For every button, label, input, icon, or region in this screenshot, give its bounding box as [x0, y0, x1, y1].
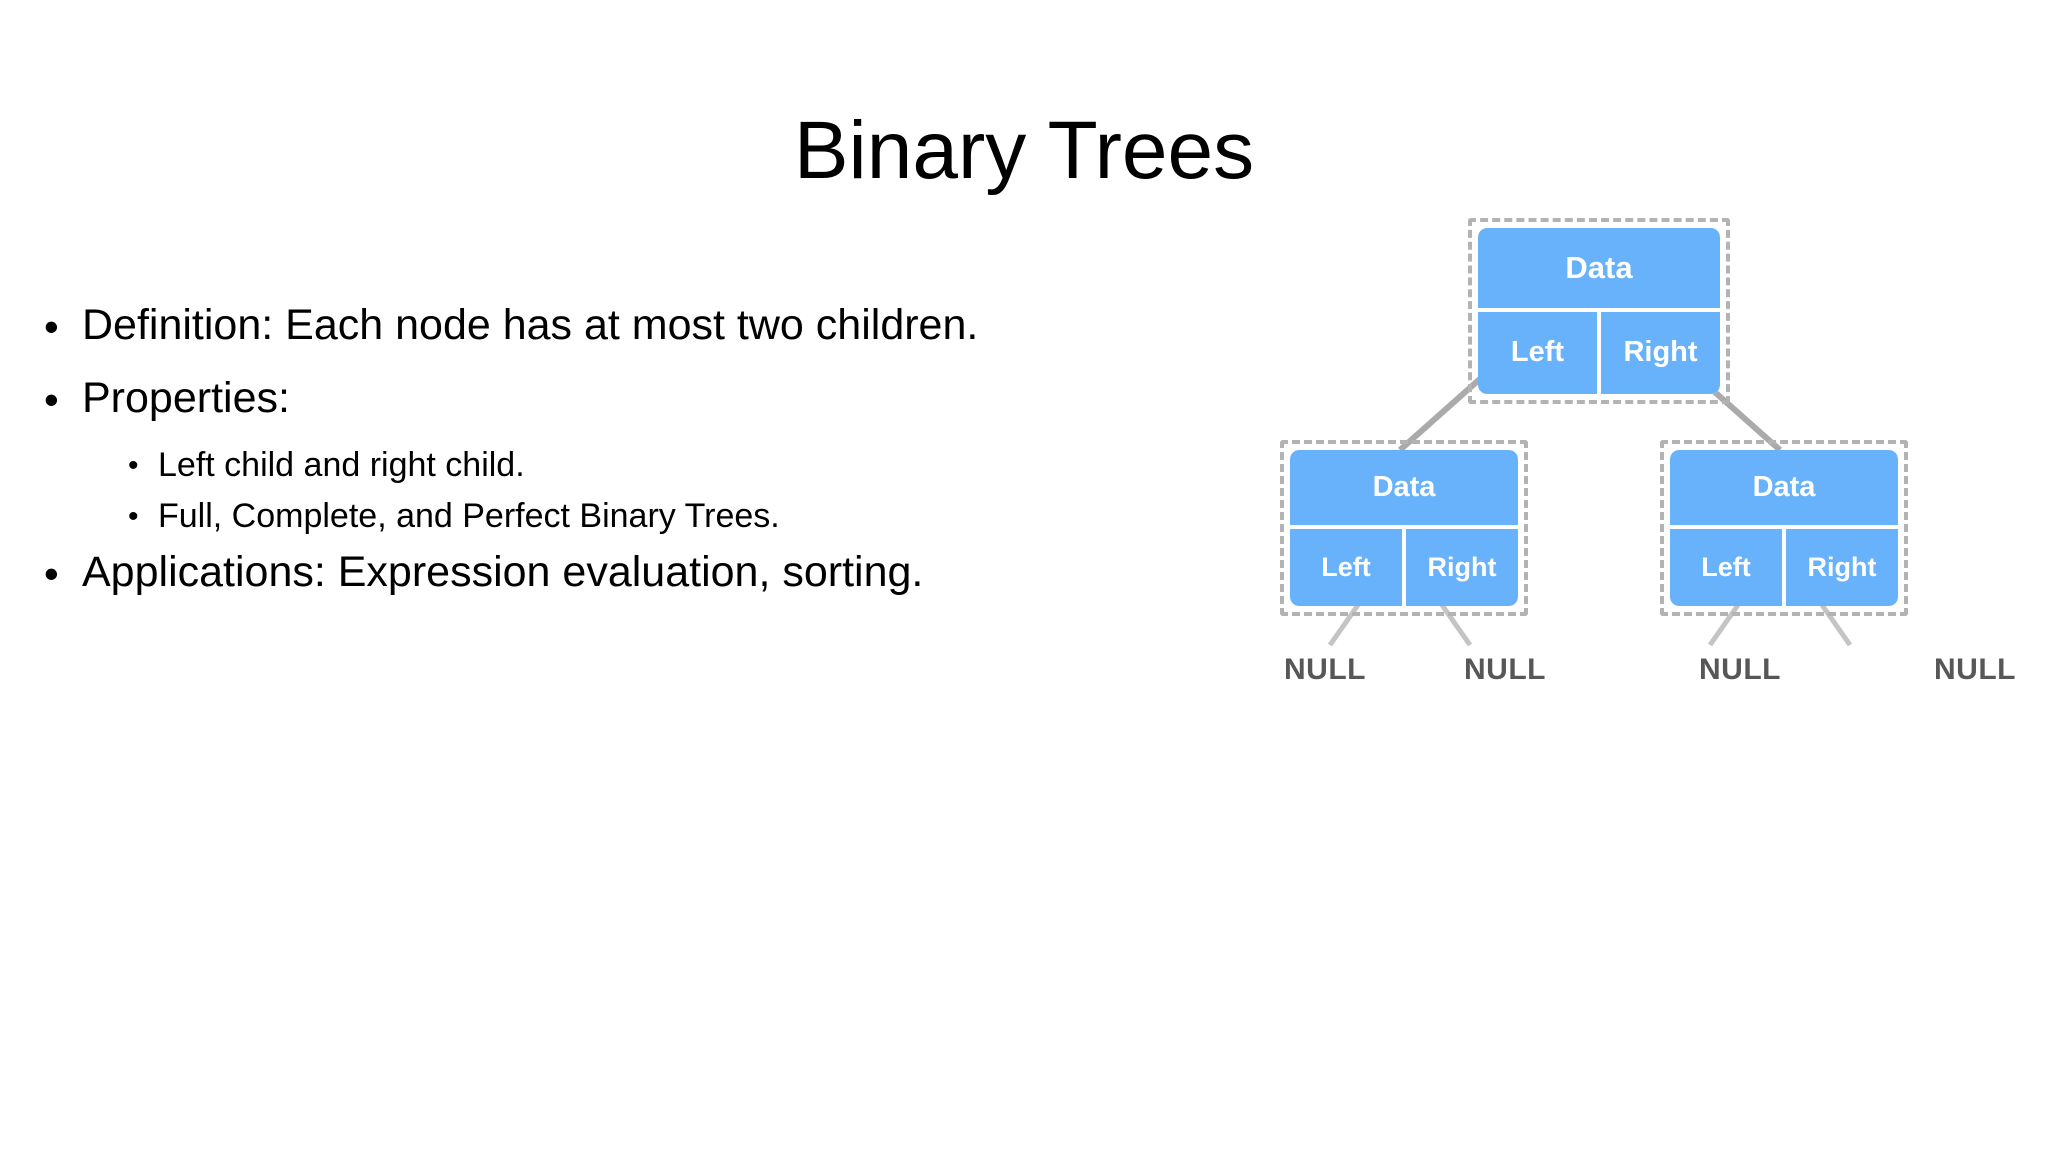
null-leaf-label: NULL — [1934, 653, 2016, 686]
bullet-marker-icon: • — [128, 500, 139, 534]
list-item: • Applications: Expression evaluation, s… — [44, 547, 1184, 598]
null-leaf-label: NULL — [1284, 653, 1366, 686]
list-item: • Full, Complete, and Perfect Binary Tre… — [44, 496, 1184, 537]
node-pointer-row: Left Right — [1670, 528, 1898, 606]
list-item: • Left child and right child. — [44, 445, 1184, 486]
tree-node-root: Data Left Right — [1468, 218, 1730, 404]
tree-node-right-child: Data Left Right — [1660, 440, 1908, 616]
tree-node-left-child: Data Left Right — [1280, 440, 1528, 616]
bullet-marker-icon: • — [44, 375, 59, 423]
bullet-text: Full, Complete, and Perfect Binary Trees… — [158, 497, 780, 536]
edge-root-to-left-child — [1398, 367, 1492, 453]
node-card: Data Left Right — [1290, 450, 1518, 606]
node-data-cell: Data — [1670, 450, 1898, 525]
node-left-cell: Left — [1670, 528, 1782, 606]
node-left-cell: Left — [1290, 528, 1402, 606]
null-leaf-label: NULL — [1464, 653, 1546, 686]
node-data-cell: Data — [1478, 228, 1720, 308]
node-right-cell: Right — [1786, 528, 1898, 606]
bullet-text: Definition: Each node has at most two ch… — [82, 301, 979, 349]
bullet-marker-icon: • — [44, 550, 59, 598]
list-item: • Properties: — [44, 373, 1184, 424]
node-pointer-row: Left Right — [1478, 311, 1720, 394]
bullet-text: Left child and right child. — [158, 446, 525, 485]
node-left-cell: Left — [1478, 311, 1597, 394]
node-card: Data Left Right — [1478, 228, 1720, 394]
bullet-text: Applications: Expression evaluation, sor… — [82, 548, 924, 597]
node-card: Data Left Right — [1670, 450, 1898, 606]
bullet-marker-icon: • — [128, 449, 139, 483]
binary-tree-diagram: Data Left Right Data Left Right Data — [1150, 218, 2030, 720]
bullet-text: Properties: — [82, 373, 290, 422]
bullet-list: • Definition: Each node has at most two … — [44, 300, 1184, 620]
node-pointer-row: Left Right — [1290, 528, 1518, 606]
page-title: Binary Trees — [793, 105, 1255, 196]
list-item: • Definition: Each node has at most two … — [44, 300, 1184, 351]
node-right-cell: Right — [1406, 528, 1518, 606]
null-leaf-label: NULL — [1699, 653, 1781, 686]
node-right-cell: Right — [1601, 311, 1720, 394]
node-data-cell: Data — [1290, 450, 1518, 525]
bullet-marker-icon: • — [44, 303, 59, 350]
